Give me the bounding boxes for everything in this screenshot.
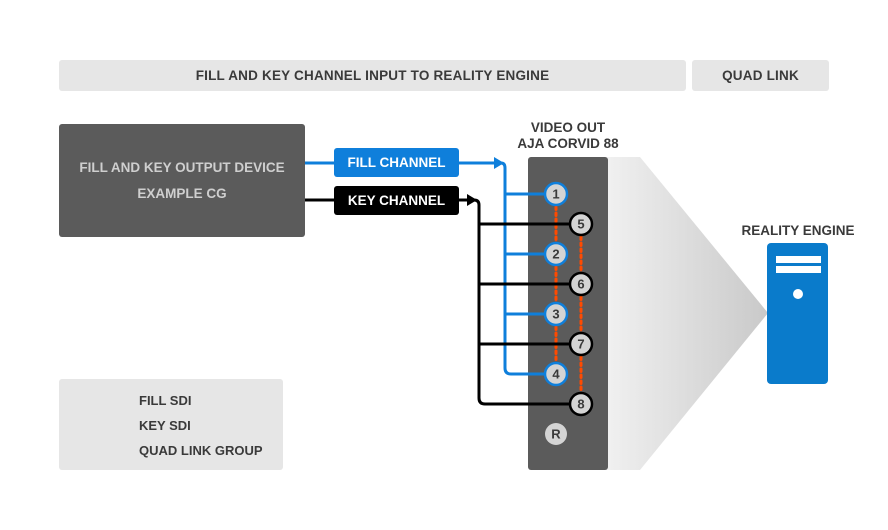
fill-port-1-label: 1	[552, 187, 559, 202]
key-port-6-label: 6	[577, 277, 584, 292]
key-port-8: 8	[568, 391, 594, 417]
source-device-name: FILL AND KEY OUTPUT DEVICE	[79, 159, 285, 175]
reference-port-label: R	[551, 427, 561, 442]
legend-label-key: KEY SDI	[139, 418, 191, 433]
legend-label-fill: FILL SDI	[139, 393, 192, 408]
fill-port-4-label: 4	[552, 367, 560, 382]
fill-routing	[459, 161, 545, 376]
signal-beam	[600, 157, 768, 470]
key-arrowhead	[467, 194, 477, 206]
video-card-title-line1: VIDEO OUT	[530, 120, 606, 135]
legend-label-quad-link: QUAD LINK GROUP	[139, 443, 263, 458]
fill-port-2-label: 2	[552, 247, 559, 262]
fill-port-1: 1	[543, 181, 569, 207]
fill-channel-label: FILL CHANNEL	[334, 148, 459, 177]
video-card-title-line2: AJA CORVID 88	[517, 136, 619, 151]
fill-arrowhead	[494, 157, 504, 169]
fill-port-2: 2	[543, 241, 569, 267]
fill-port-3: 3	[543, 301, 569, 327]
key-port-5-label: 5	[577, 217, 584, 232]
video-card-title: VIDEO OUT AJA CORVID 88	[498, 120, 638, 152]
key-routing	[459, 198, 570, 406]
mode-label: QUAD LINK	[692, 60, 829, 91]
source-device-example: EXAMPLE CG	[137, 185, 227, 201]
server-tower-icon	[767, 243, 828, 384]
diagram-title: FILL AND KEY CHANNEL INPUT TO REALITY EN…	[59, 60, 686, 91]
key-port-8-label: 8	[577, 397, 584, 412]
key-port-7-label: 7	[577, 337, 584, 352]
source-device: FILL AND KEY OUTPUT DEVICE EXAMPLE CG	[59, 124, 305, 237]
key-port-5: 5	[568, 211, 594, 237]
fill-port-3-label: 3	[552, 307, 559, 322]
reference-port: R	[545, 423, 567, 445]
key-channel-label: KEY CHANNEL	[334, 186, 459, 215]
reality-engine-title: REALITY ENGINE	[741, 223, 855, 238]
key-port-6: 6	[568, 271, 594, 297]
fill-port-4: 4	[543, 361, 569, 387]
key-port-7: 7	[568, 331, 594, 357]
legend: FILL SDI KEY SDI QUAD LINK GROUP	[59, 379, 283, 470]
